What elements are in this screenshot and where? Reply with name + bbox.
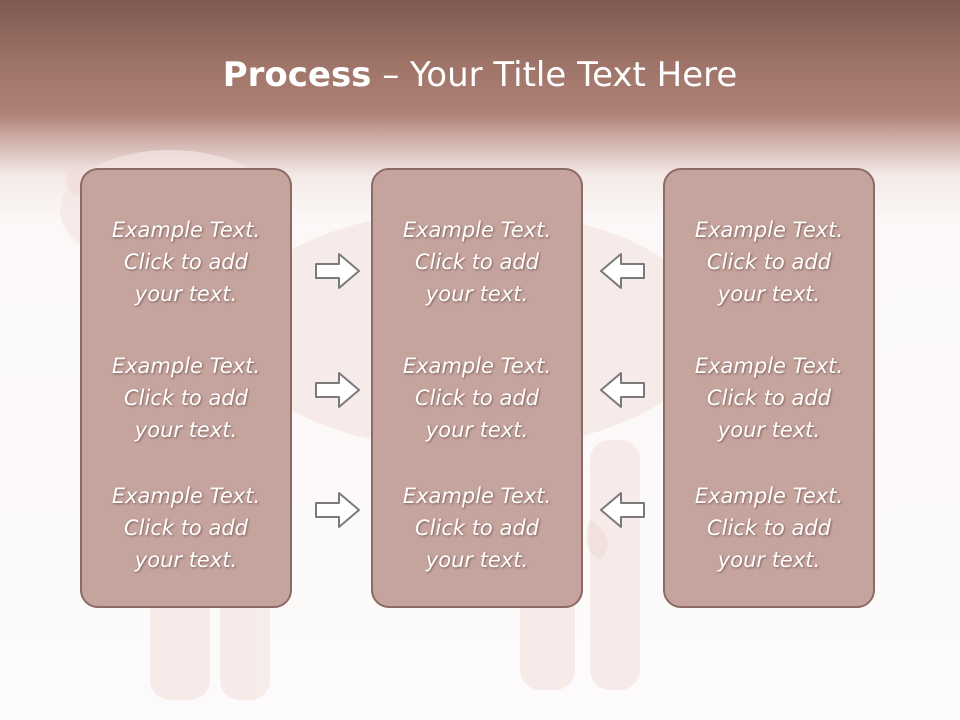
text-block[interactable]: Example Text. Click to add your text.: [82, 350, 290, 446]
text-line: Click to add: [414, 386, 539, 410]
text-line: Example Text.: [694, 218, 844, 242]
text-line: your text.: [425, 548, 529, 572]
text-block[interactable]: Example Text. Click to add your text.: [82, 214, 290, 310]
text-line: your text.: [134, 282, 238, 306]
text-line: Click to add: [123, 516, 248, 540]
text-line: your text.: [425, 418, 529, 442]
text-line: Click to add: [706, 250, 831, 274]
text-line: Example Text.: [402, 484, 552, 508]
left-arrow-icon: [600, 253, 645, 289]
text-line: Example Text.: [402, 218, 552, 242]
text-block[interactable]: Example Text. Click to add your text.: [373, 350, 581, 446]
title-rest: – Your Title Text Here: [371, 55, 738, 95]
right-arrow-icon: [315, 372, 360, 408]
text-line: Click to add: [414, 250, 539, 274]
right-arrow-icon: [315, 492, 360, 528]
text-block[interactable]: Example Text. Click to add your text.: [665, 480, 873, 576]
text-block[interactable]: Example Text. Click to add your text.: [82, 480, 290, 576]
left-arrow-icon: [600, 372, 645, 408]
left-text-panel[interactable]: Example Text. Click to add your text. Ex…: [80, 168, 292, 608]
text-line: your text.: [134, 548, 238, 572]
right-arrow-icon: [315, 253, 360, 289]
slide-title[interactable]: Process – Your Title Text Here: [0, 52, 960, 98]
text-line: your text.: [717, 548, 821, 572]
text-line: Click to add: [123, 386, 248, 410]
text-line: Example Text.: [694, 354, 844, 378]
text-block[interactable]: Example Text. Click to add your text.: [665, 350, 873, 446]
text-line: your text.: [425, 282, 529, 306]
text-line: your text.: [717, 418, 821, 442]
text-line: Example Text.: [111, 484, 261, 508]
text-line: your text.: [134, 418, 238, 442]
text-line: Example Text.: [111, 218, 261, 242]
text-block[interactable]: Example Text. Click to add your text.: [373, 480, 581, 576]
title-bold: Process: [222, 55, 372, 95]
text-line: your text.: [717, 282, 821, 306]
text-line: Example Text.: [402, 354, 552, 378]
left-arrow-icon: [600, 492, 645, 528]
center-text-panel[interactable]: Example Text. Click to add your text. Ex…: [371, 168, 583, 608]
text-line: Example Text.: [111, 354, 261, 378]
text-block[interactable]: Example Text. Click to add your text.: [665, 214, 873, 310]
right-text-panel[interactable]: Example Text. Click to add your text. Ex…: [663, 168, 875, 608]
text-line: Click to add: [706, 386, 831, 410]
text-line: Click to add: [706, 516, 831, 540]
text-line: Click to add: [123, 250, 248, 274]
text-block[interactable]: Example Text. Click to add your text.: [373, 214, 581, 310]
text-line: Click to add: [414, 516, 539, 540]
text-line: Example Text.: [694, 484, 844, 508]
